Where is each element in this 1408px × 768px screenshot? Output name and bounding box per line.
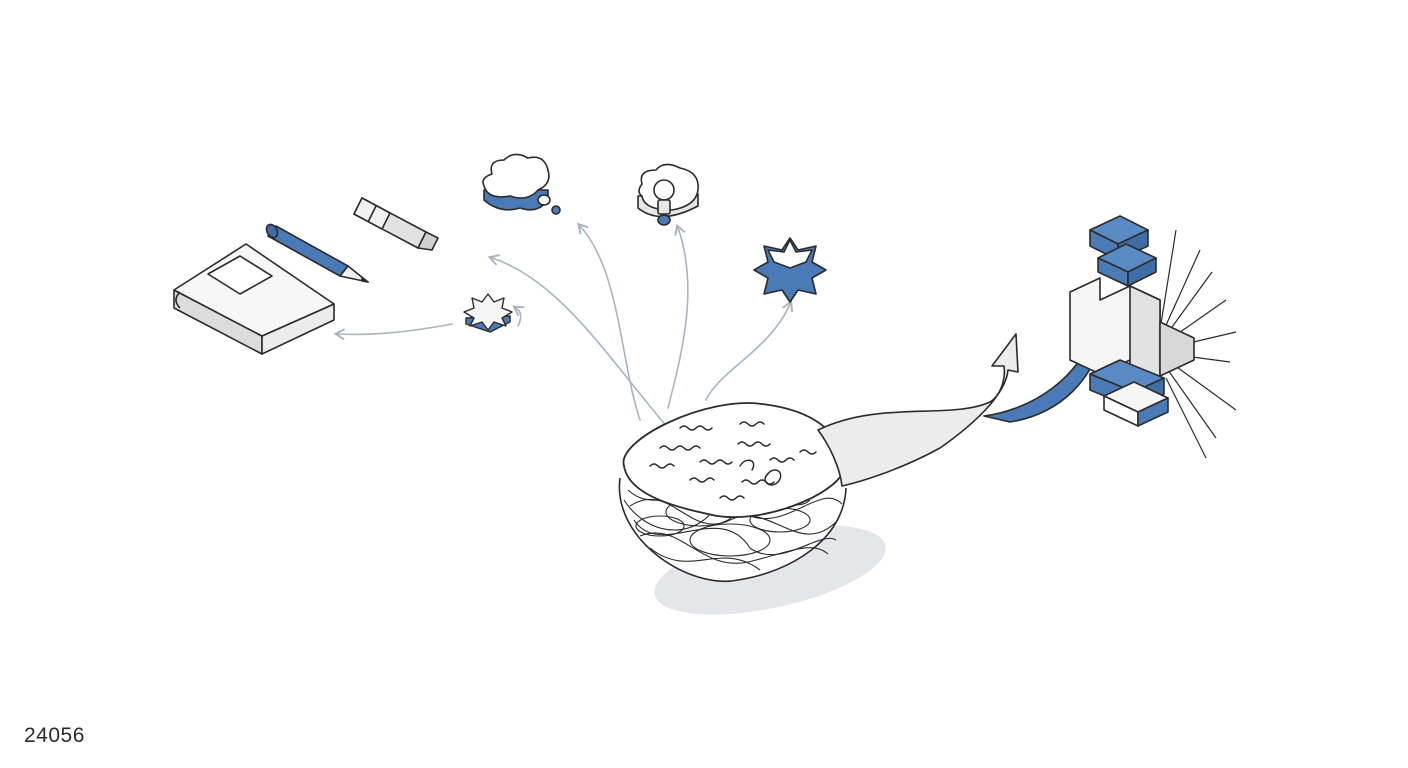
pen-icon [265,223,369,283]
gray-ribbon-arrow [817,333,1019,487]
arrow-to-star [705,299,794,401]
stacked-blocks-icon [1069,215,1237,459]
connector-arrows [333,222,794,429]
thought-cloud-icon [482,153,561,215]
small-starburst-icon [463,293,513,333]
arrow-starburst-hook [512,305,525,327]
marker-icon [353,197,439,251]
figure-number: 24056 [24,724,85,747]
notebook-icon [173,243,335,355]
scribble-stack-icon [618,402,847,583]
arrow-to-bulb [667,223,689,409]
arrow-to-starburst [333,323,453,341]
arrow-to-cloud [576,222,641,421]
blue-star-icon [753,237,827,303]
lightbulb-icon [637,163,699,226]
arrow-to-pen [487,254,669,429]
